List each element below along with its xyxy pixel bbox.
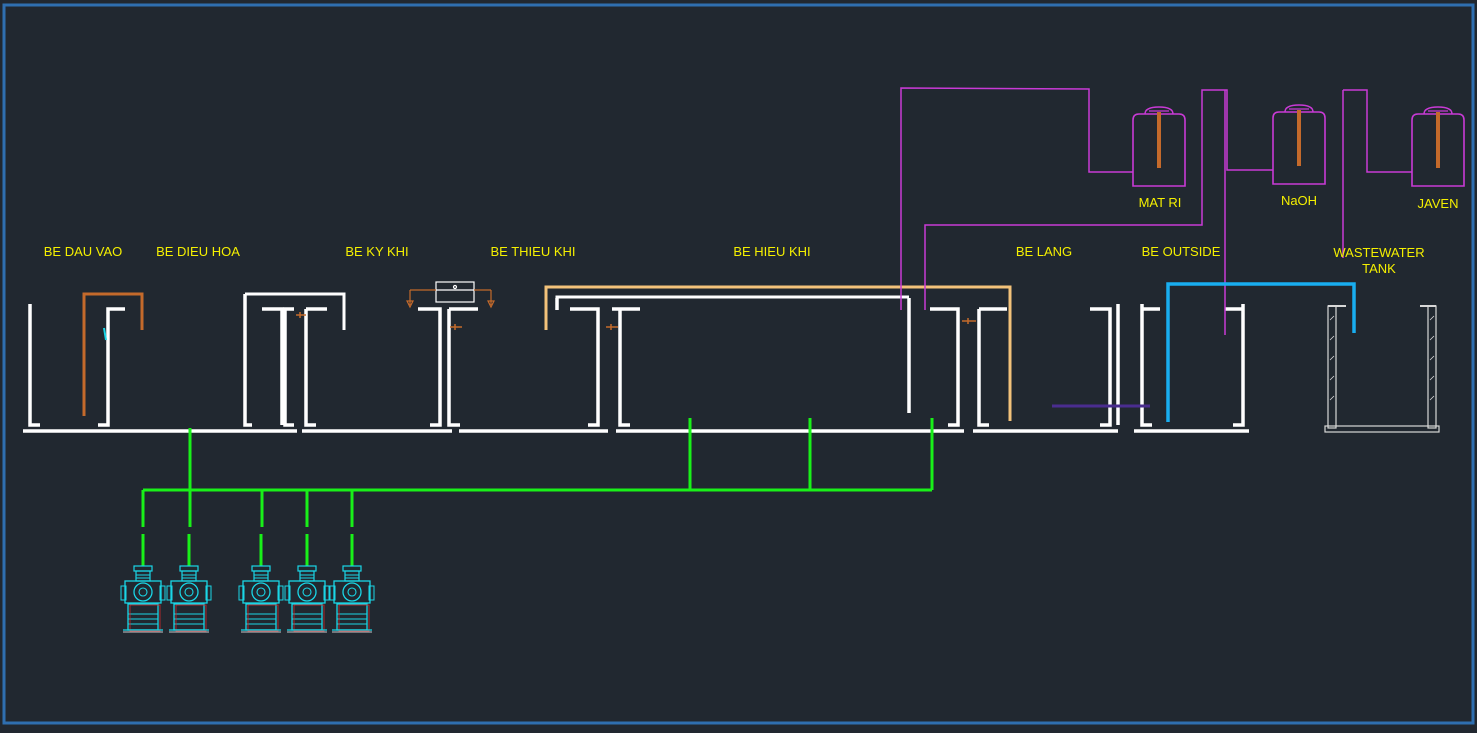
blower-1	[119, 532, 167, 634]
label-mat-ri: MAT RI	[1139, 195, 1182, 210]
chemical-tank-naoh	[1272, 104, 1326, 185]
label-wastewater-line2: TANK	[1362, 261, 1396, 276]
outlet-pipe	[1166, 282, 1356, 422]
inlet-valve	[103, 327, 107, 341]
tank-walls	[23, 294, 1249, 433]
recirculation-pipe	[544, 285, 1012, 421]
mixer-be-ky-khi	[406, 281, 495, 309]
wall-5	[418, 307, 478, 427]
label-javen: JAVEN	[1418, 196, 1459, 211]
chemical-tank-javen	[1411, 106, 1465, 187]
label-naoh: NaOH	[1281, 193, 1317, 208]
chemical-pipes	[900, 87, 1412, 335]
wall-3	[243, 294, 294, 427]
air-distribution-pipes	[141, 418, 934, 527]
label-be-dieu-hoa: BE DIEU HOA	[156, 244, 240, 259]
wall-4	[262, 307, 327, 427]
wall-6	[570, 307, 640, 427]
pipe-mat-ri	[900, 87, 1133, 310]
wall-7	[930, 307, 1007, 427]
pipe-naoh	[924, 89, 1273, 310]
pipe-javen	[1224, 89, 1412, 335]
label-be-ky-khi: BE KY KHI	[345, 244, 408, 259]
label-be-hieu-khi: BE HIEU KHI	[733, 244, 810, 259]
overflow-fittings	[296, 312, 976, 330]
label-be-outside: BE OUTSIDE	[1142, 244, 1221, 259]
label-wastewater-line1: WASTEWATER	[1333, 245, 1424, 260]
inlet-pipe	[82, 292, 144, 416]
wall-1	[28, 304, 40, 427]
label-be-thieu-khi: BE THIEU KHI	[490, 244, 575, 259]
blower-4	[283, 532, 331, 634]
blower-5	[328, 532, 376, 634]
air-blowers	[119, 532, 376, 634]
wastewater-tank	[1324, 305, 1440, 433]
blower-3	[237, 532, 285, 634]
label-be-dau-vao: BE DAU VAO	[44, 244, 123, 259]
wall-9	[1140, 304, 1160, 427]
chemical-tank-mat-ri	[1132, 106, 1186, 187]
transfer-pipe-dieu-hoa	[245, 292, 346, 330]
label-be-lang: BE LANG	[1016, 244, 1072, 259]
wall-10	[1225, 304, 1245, 427]
drawing-frame	[2, 3, 1475, 725]
blower-2	[165, 532, 213, 634]
wall-2	[98, 307, 125, 427]
internal-return-pipe	[555, 295, 909, 310]
